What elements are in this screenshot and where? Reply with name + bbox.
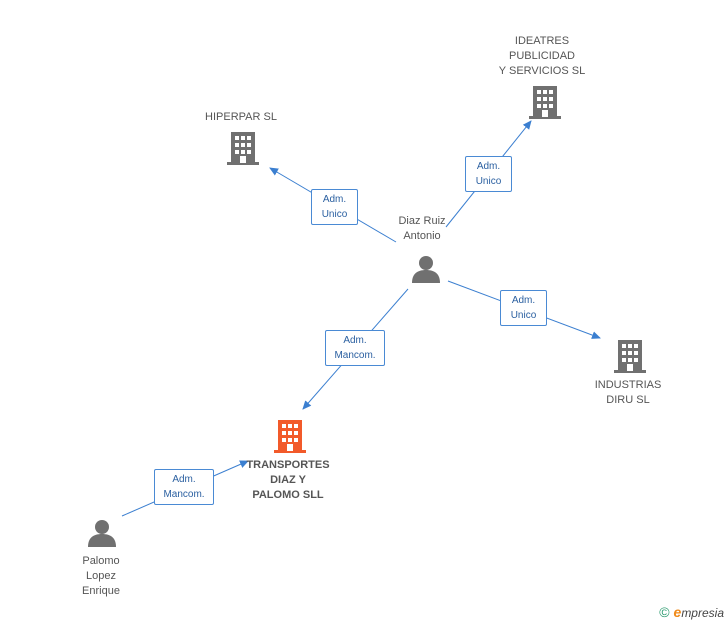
building-icon[interactable] [227,130,259,166]
brand-logo-initial: e [673,604,682,620]
edge-label-diaz-industrias[interactable]: Adm. Unico [500,290,547,326]
building-icon[interactable] [614,338,646,374]
node-label-transportes: TRANSPORTES DIAZ Y PALOMO SLL [246,459,330,501]
person-icon[interactable] [87,518,117,548]
node-label-industrias: INDUSTRIAS DIRU SL [594,379,662,406]
person-icon[interactable] [411,254,441,284]
edge-label-diaz-hiperpar[interactable]: Adm. Unico [311,189,358,225]
node-label-ideatres: IDEATRES PUBLICIDAD Y SERVICIOS SL [498,35,586,77]
node-label-diaz: Diaz Ruiz Antonio [398,215,446,242]
copyright-symbol: © [659,604,670,620]
building-icon[interactable] [529,84,561,120]
edge-label-diaz-ideatres[interactable]: Adm. Unico [465,156,512,192]
edge-label-palomo-transportes[interactable]: Adm. Mancom. [154,469,214,505]
footer-brand: ©empresia [659,604,724,620]
edge-label-diaz-transportes[interactable]: Adm. Mancom. [325,330,385,366]
node-label-palomo: Palomo Lopez Enrique [82,555,120,597]
brand-logo-text: mpresia [681,606,724,620]
node-label-hiperpar: HIPERPAR SL [205,111,277,123]
building-icon[interactable] [274,418,306,454]
